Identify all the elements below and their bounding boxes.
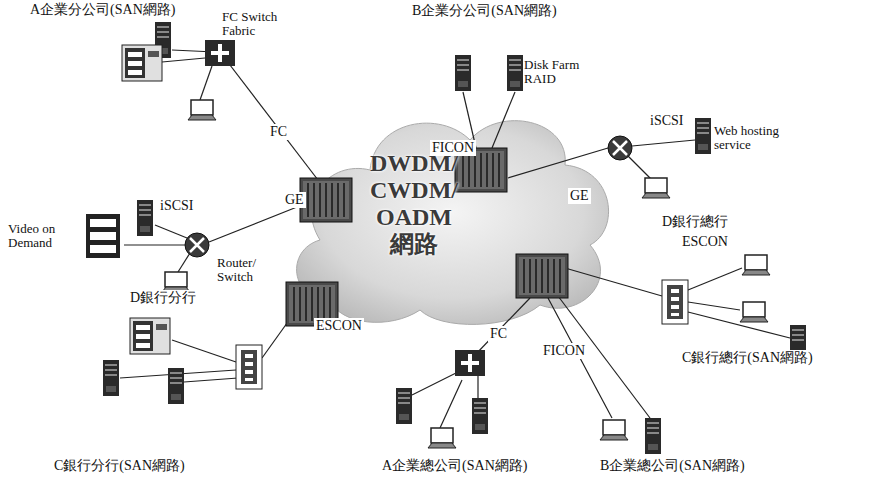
storage-node: Disk Farm RAID — [524, 58, 598, 86]
text-label: GE — [568, 188, 591, 204]
text-label: B企業總公司(SAN網路) — [598, 458, 747, 474]
text-label: B企業分公司(SAN網路) — [410, 3, 559, 19]
text-label: ESCON — [680, 234, 730, 250]
text-label: FC — [268, 124, 289, 140]
server-node: Web hosting service — [714, 124, 802, 152]
text-label: D銀行總行 — [660, 214, 730, 230]
node-text: FC Switch Fabric — [222, 10, 296, 38]
node-text: Video on Demand — [8, 222, 84, 250]
text-label: D銀行分行 — [128, 290, 198, 306]
text-label: FICON — [541, 343, 587, 359]
connector — [124, 244, 185, 245]
text-label: C銀行分行(SAN網路) — [52, 458, 187, 474]
text-label: C銀行總行(SAN網路) — [680, 350, 815, 366]
text-label: FICON — [430, 140, 476, 156]
cloud-network: DWDM/ CWDM/ OADM 網路 — [366, 150, 462, 258]
node-text: Web hosting service — [714, 124, 802, 152]
text-label: FC — [488, 326, 509, 342]
node-text: Disk Farm RAID — [524, 58, 598, 86]
switch-label-node: FC Switch Fabric — [222, 10, 296, 38]
router-node: Router/ Switch — [185, 232, 281, 284]
text-label: iSCSI — [648, 113, 685, 129]
node-text: Router/ Switch — [217, 256, 281, 284]
node-text: DWDM/ CWDM/ OADM 網路 — [366, 150, 462, 258]
vod-node: Video on Demand — [8, 214, 124, 250]
text-label: A企業分公司(SAN網路) — [28, 2, 177, 18]
text-label: iSCSI — [158, 198, 195, 214]
text-label: ESCON — [314, 318, 364, 334]
text-label: GE — [283, 192, 306, 208]
text-label: A企業總公司(SAN網路) — [380, 458, 529, 474]
